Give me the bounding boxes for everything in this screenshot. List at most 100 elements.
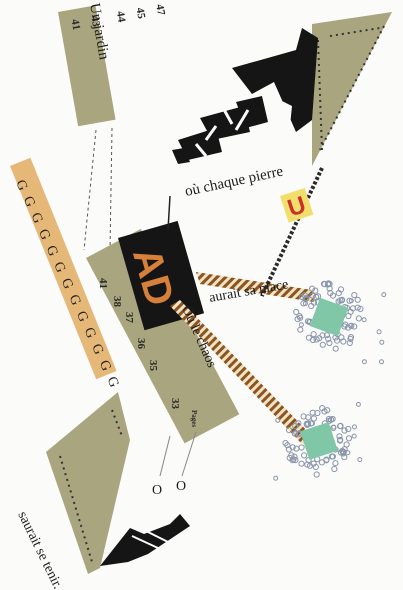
- scatter-dot: [298, 322, 304, 328]
- scatter-dot: [348, 323, 353, 329]
- top-strip-number: 47: [153, 3, 167, 16]
- halo-dot: [346, 339, 353, 346]
- dashed-line: [109, 127, 113, 251]
- scatter-dot: [357, 457, 363, 463]
- scatter-dot: [273, 475, 279, 481]
- scatter-dot: [379, 339, 385, 345]
- green-triangle-bottom: [46, 392, 130, 574]
- halo-dot: [298, 444, 305, 451]
- main-strip-number: 36: [135, 338, 147, 350]
- triangle-dots: [317, 39, 323, 151]
- halo-dot: [292, 423, 299, 430]
- halo-dot: [349, 305, 357, 312]
- halo-dot: [312, 287, 319, 294]
- poem-line-2: où chaque pierre: [184, 163, 285, 200]
- scatter-dot: [331, 424, 337, 430]
- scatter-dot: [352, 424, 357, 430]
- main-strip-label: Pages: [190, 410, 198, 427]
- halo-dot: [332, 460, 339, 467]
- pylon-graphic-top: [172, 28, 318, 164]
- halo-dot: [309, 285, 316, 292]
- halo-dot: [292, 456, 299, 464]
- scatter-dot: [376, 329, 382, 335]
- triangle-dots: [329, 27, 381, 37]
- halo-dot: [343, 441, 350, 448]
- teal-square-upper: [309, 297, 349, 337]
- triangle-dots: [111, 409, 123, 437]
- halo-dot: [327, 290, 334, 297]
- halo-dot: [336, 433, 343, 440]
- halo-dot: [346, 297, 353, 304]
- scatter-dot: [361, 359, 367, 365]
- scatter-dot: [275, 417, 281, 423]
- halo-dot: [310, 331, 317, 338]
- halo-dot: [308, 420, 315, 427]
- string-line: [181, 431, 197, 477]
- top-strip-number: 44: [114, 10, 128, 23]
- tiny-figure: [167, 195, 171, 231]
- top-strip-number: 45: [134, 7, 148, 20]
- scatter-dot: [351, 433, 357, 439]
- halo-dot: [354, 296, 361, 303]
- halo-dot: [337, 297, 344, 304]
- dot-halo-upper: [293, 280, 387, 365]
- main-strip-number: 35: [147, 360, 159, 372]
- teal-square-lower: [300, 422, 338, 460]
- halo-dot: [351, 323, 358, 330]
- halo-dot: [337, 286, 345, 293]
- halo-dot: [298, 460, 305, 467]
- top-number-strip: 41 43 44 45 47: [58, 3, 167, 127]
- top-strip-number: 41: [69, 18, 83, 31]
- scatter-dot: [379, 359, 384, 365]
- halo-dot: [329, 415, 336, 423]
- halo-dot: [341, 427, 348, 434]
- poem-line-5: saurait se tenir.: [14, 509, 64, 590]
- halo-dot: [286, 427, 293, 434]
- scatter-dot: [302, 301, 308, 306]
- halo-dot: [300, 413, 307, 420]
- scatter-dot: [293, 430, 299, 435]
- striped-bar-upper: [196, 272, 314, 302]
- main-number-strip: [86, 228, 240, 444]
- loose-letter: O: [152, 483, 162, 498]
- halo-dot: [337, 449, 345, 456]
- letter-strip: [10, 157, 117, 380]
- halo-dot: [333, 337, 341, 344]
- halo-dot: [347, 334, 355, 341]
- halo-dot: [357, 305, 364, 312]
- halo-dot: [326, 285, 333, 292]
- halo-dot: [285, 446, 292, 453]
- scatter-dot: [345, 450, 351, 456]
- halo-dot: [331, 465, 338, 473]
- halo-dot: [345, 425, 352, 433]
- triangle-dots: [59, 455, 93, 563]
- dot-halo-lower: [273, 401, 363, 481]
- pylon-graphic-bottom: [100, 514, 190, 566]
- halo-dot: [296, 313, 303, 320]
- halo-dot: [304, 461, 311, 468]
- halo-dot: [340, 338, 347, 345]
- scatter-dot: [355, 401, 361, 407]
- letter-strip-glyph: G: [103, 375, 121, 390]
- loose-letter: O: [176, 479, 186, 494]
- main-strip-number: 37: [123, 312, 135, 324]
- halo-dot: [326, 339, 333, 347]
- halo-dot: [323, 456, 330, 463]
- magnet-card: U: [280, 187, 314, 223]
- main-strip-number: 33: [169, 398, 181, 410]
- scatter-dot: [361, 317, 367, 323]
- top-strip-number: 43: [88, 15, 102, 28]
- halo-dot: [337, 422, 344, 429]
- halo-dot: [325, 335, 332, 342]
- halo-dot: [284, 442, 291, 449]
- halo-dot: [305, 334, 312, 341]
- halo-dot: [294, 316, 301, 323]
- halo-dot: [351, 292, 358, 299]
- halo-dot: [301, 452, 308, 459]
- halo-dot: [313, 471, 320, 478]
- halo-dot: [326, 280, 333, 287]
- halo-dot: [308, 302, 315, 310]
- halo-dot: [345, 312, 352, 320]
- scatter-dot: [381, 292, 387, 298]
